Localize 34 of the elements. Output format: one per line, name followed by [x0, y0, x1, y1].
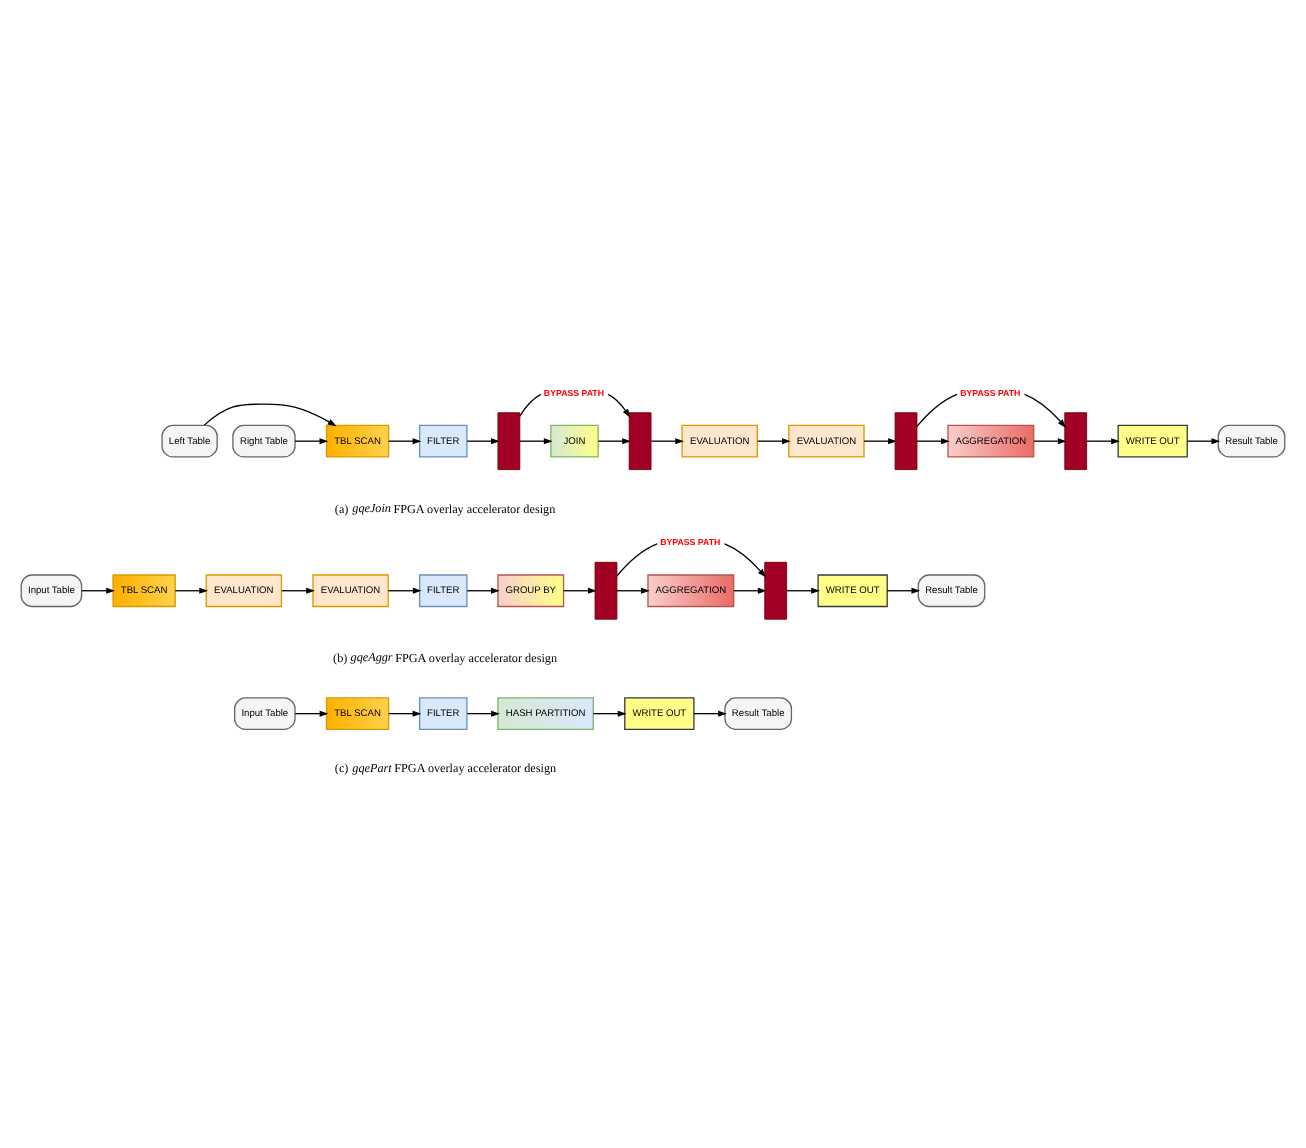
node-trapezoid: [594, 560, 618, 619]
node-trapezoid: [497, 411, 521, 470]
arrow: [294, 437, 329, 444]
arrow: [563, 586, 597, 593]
arrow: [174, 586, 209, 593]
arrow: [388, 437, 422, 444]
arrow: [597, 437, 631, 444]
arrow: [693, 709, 727, 716]
arrow: [786, 586, 820, 593]
arrow: [733, 586, 767, 593]
arrow: [1186, 437, 1221, 444]
arrow: [863, 437, 897, 444]
arrow: [466, 709, 500, 716]
node-trapezoid: [894, 411, 918, 470]
arrow: [1086, 437, 1120, 444]
arrow: [281, 586, 315, 593]
arrow: [387, 586, 422, 593]
arrow: [81, 586, 115, 593]
arrow: [616, 586, 650, 593]
node-trapezoid: [764, 560, 788, 619]
arrow: [1033, 437, 1067, 444]
arrow: [886, 586, 921, 593]
arrow: [388, 709, 422, 716]
arrow: [466, 437, 500, 444]
arrow: [650, 437, 684, 444]
node-trapezoid: [628, 411, 652, 470]
node-trapezoid: [1064, 411, 1088, 470]
arrow: [916, 437, 950, 444]
arrow: [203, 402, 337, 426]
arrow: [757, 437, 791, 444]
arrow: [466, 586, 500, 593]
arrow: [294, 709, 329, 716]
arrow: [519, 437, 553, 444]
arrow: [592, 709, 627, 716]
